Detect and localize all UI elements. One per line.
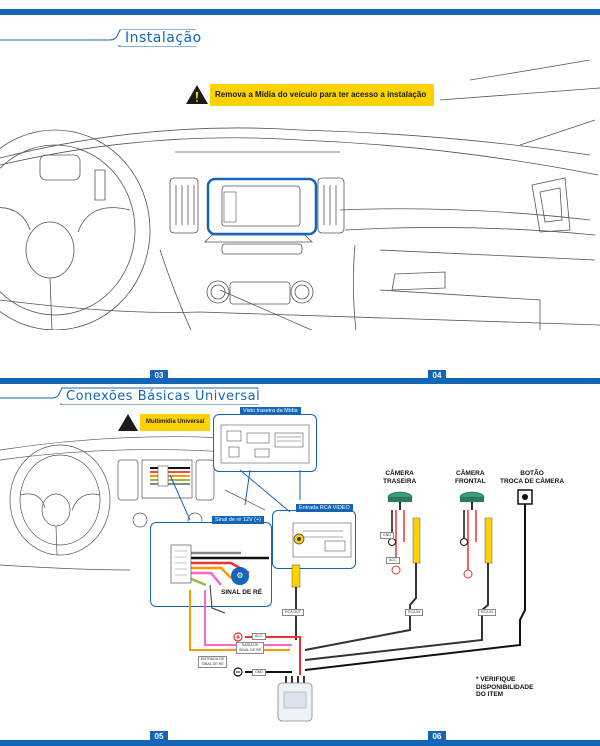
availability-note: * VERIFIQUE DISPONIBILIDADE DO ITEM <box>476 676 534 698</box>
warning-text: Remova a Mídia do veículo para ter acess… <box>215 90 427 99</box>
middle-band <box>0 378 600 384</box>
page-number-5: 05 <box>150 731 168 742</box>
wire-label-camera-gnd: GND <box>380 532 394 539</box>
warning-icon-mark <box>195 92 199 102</box>
tag-media-rear: Visto traseira da Mídia <box>240 407 301 415</box>
wire-label-reverse-out: SAÍDA DE SINAL DE RÉ <box>236 642 265 654</box>
page-number-6: 06 <box>428 731 446 742</box>
rear-camera-label: CÂMERA TRASEIRA <box>383 470 417 485</box>
warning-icon-universal <box>118 414 138 431</box>
warning-remove-media: Remova a Mídia do veículo para ter acess… <box>210 84 435 106</box>
button-label: BOTÃO TROCA DE CÂMERA <box>500 470 565 485</box>
wire-label-rca-out: RCA OUT <box>282 609 304 616</box>
wire-label-acc: ACC <box>252 633 266 640</box>
gear-shift-icon: ⚙ <box>231 567 249 585</box>
wire-label-camera-acc: ACC <box>386 557 400 564</box>
badge-text: Multimídia Universal <box>146 419 205 425</box>
top-band <box>0 9 600 15</box>
tag-rca-input: Entrada RCA VIDEO <box>296 504 353 512</box>
page-number-4: 04 <box>428 370 446 381</box>
page-number-3: 03 <box>150 370 168 381</box>
badge-universal-media: Multimídia Universal <box>140 414 211 431</box>
wire-label-gnd: GND <box>252 669 266 676</box>
callout-pointers <box>169 469 301 521</box>
wire-label-reverse-in: ENTRADA DE SINAL DE RÉ <box>198 656 227 668</box>
reverse-signal-label: SINAL DE RÉ <box>221 589 263 596</box>
dashboard-illustration-installation <box>0 60 600 330</box>
bottom-band <box>0 740 600 746</box>
tag-reverse-signal: Sinal de ré 12V (+) <box>212 516 265 524</box>
page-title-connections: Conexões Básicas Universal <box>62 389 265 404</box>
front-camera-label: CÂMERA FRONTAL <box>455 470 486 485</box>
wire-label-rca-in-rear: RCA IN <box>405 609 423 616</box>
callout-rca-input <box>272 510 356 569</box>
page-title-installation: Instalação <box>121 30 206 46</box>
wiring-diagram <box>189 489 533 722</box>
wire-label-rca-in-front: RCA IN <box>478 609 496 616</box>
